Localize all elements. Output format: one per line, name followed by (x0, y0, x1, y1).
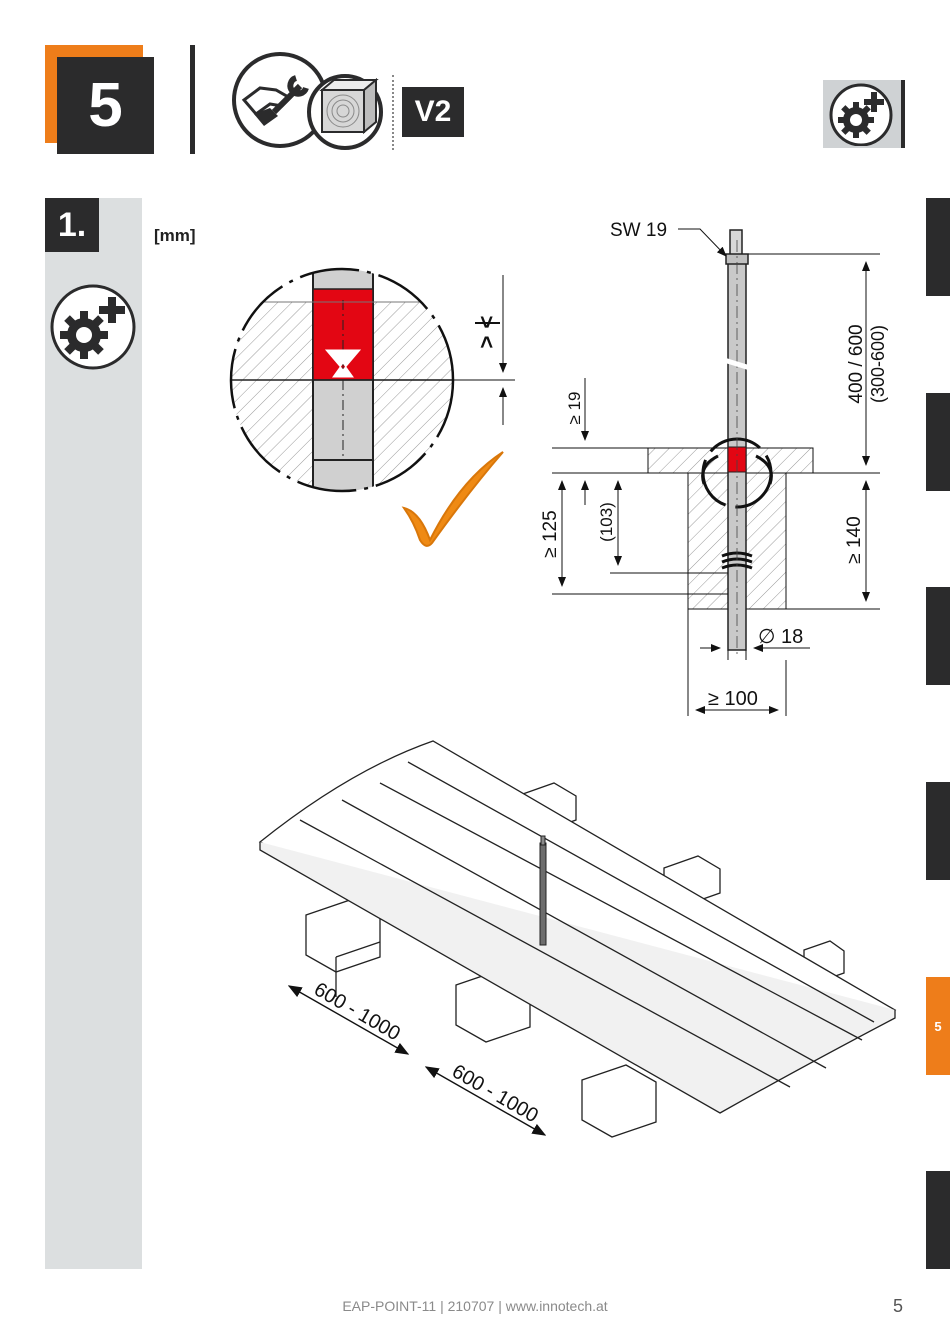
wrench-size-label: SW 19 (610, 220, 667, 241)
installation-icons (232, 52, 383, 150)
beam-depth-label: ≥ 140 (844, 516, 865, 563)
thread-length-label: (103) (597, 502, 616, 542)
variant-badge: V2 (402, 87, 464, 137)
length-range-label: (300-600) (868, 325, 888, 403)
header-divider (190, 45, 195, 154)
svg-text:>: > (474, 336, 499, 349)
beam-width-label: ≥ 100 (708, 688, 758, 710)
page-number: 5 (893, 1296, 904, 1316)
chapter-tab[interactable] (926, 782, 950, 880)
gear-plus-icon (50, 284, 136, 370)
unit-label: [mm] (154, 226, 196, 245)
header-dotted-separator (392, 75, 394, 150)
embed-depth-label: ≥ 125 (540, 510, 561, 557)
footer-text: EAP-POINT-11 | 210707 | www.innotech.at (342, 1298, 608, 1314)
length-label: 400 / 600 (846, 324, 867, 403)
chapter-tab[interactable] (926, 198, 950, 296)
step-number-badge: 5 (57, 57, 154, 154)
joist-spacing-label: 600 - 1000 (448, 1060, 542, 1127)
timber-end-icon (307, 74, 383, 150)
step-sidebar (45, 198, 142, 1269)
min-top-label: ≥ 19 (565, 392, 584, 425)
substep-number-badge: 1. (45, 198, 99, 252)
check-mark-icon (401, 451, 504, 547)
joist-spacing-label: 600 - 1000 (310, 978, 404, 1045)
chapter-tab[interactable] (926, 1171, 950, 1269)
chapter-tab[interactable] (926, 393, 950, 491)
chapter-tab-active[interactable]: 5 (926, 977, 950, 1075)
tools-badge-bar (901, 80, 905, 148)
cross-section-drawing: SW 19 400 / 600 (300-600) ≥ 19 ≥ 125 (10… (540, 220, 888, 716)
hand-wrench-icon (232, 52, 328, 148)
detail-magnifier: < > (229, 267, 515, 493)
diameter-label: ∅ 18 (758, 626, 803, 648)
gear-plus-icon (829, 83, 893, 146)
isometric-deck-drawing: 600 - 1000 600 - 1000 (258, 740, 897, 1138)
chapter-tab[interactable] (926, 587, 950, 685)
